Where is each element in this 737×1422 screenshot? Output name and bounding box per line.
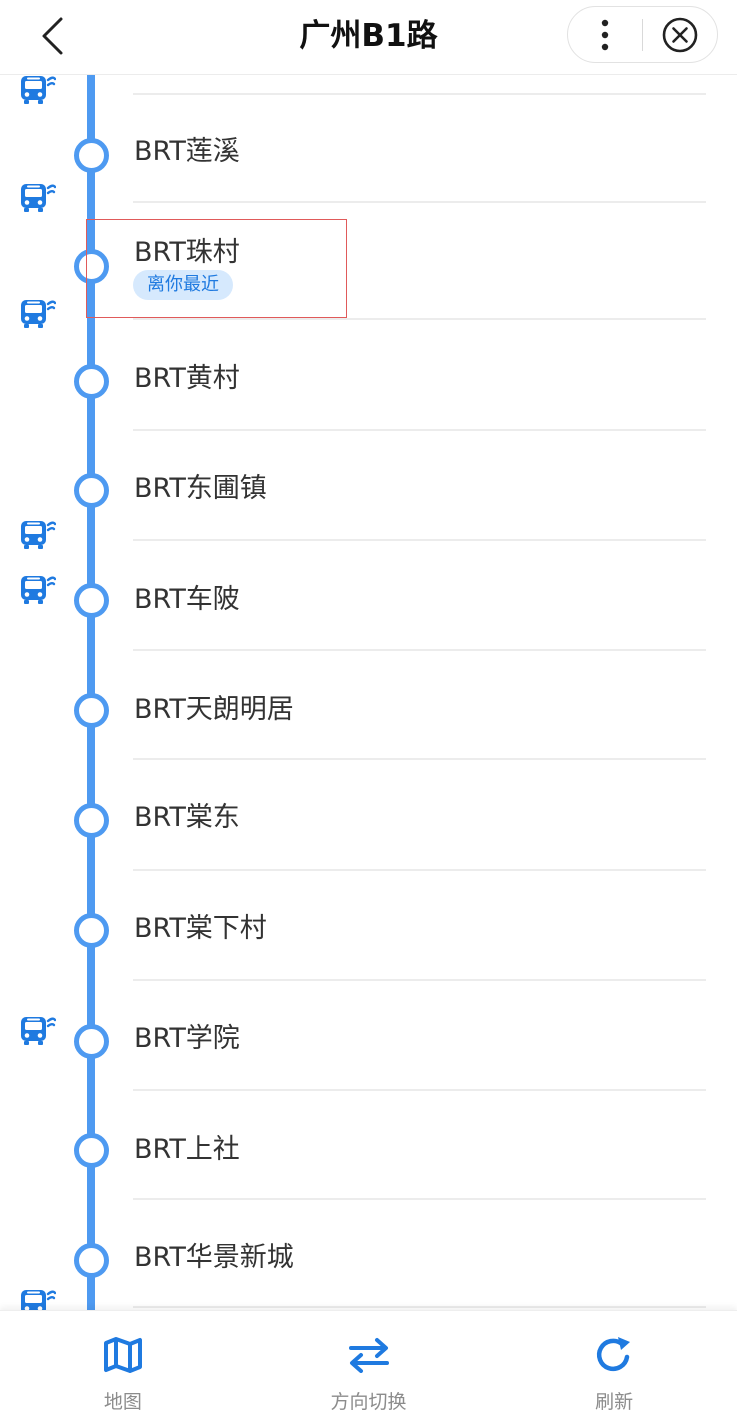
selection-highlight: [86, 219, 347, 318]
stop-item[interactable]: BRT学院: [0, 981, 737, 1089]
stop-item[interactable]: BRT棠下村: [0, 871, 737, 979]
stop-item[interactable]: BRT上社: [0, 1091, 737, 1198]
close-button[interactable]: [643, 7, 717, 62]
stop-divider: [133, 201, 706, 203]
stop-divider: [133, 1198, 706, 1200]
bus-icon: [21, 300, 56, 328]
more-vertical-icon: [601, 19, 609, 50]
stop-divider: [133, 539, 706, 541]
nearest-badge: 离你最近: [133, 270, 233, 300]
stop-node: [74, 1024, 109, 1059]
map-label: 地图: [103, 1391, 142, 1413]
top-navigation-bar: 广州B1路: [0, 0, 737, 75]
stop-name: BRT学院: [134, 1023, 240, 1054]
stop-node: [74, 249, 109, 284]
stop-divider: [133, 318, 706, 320]
stop-divider: [133, 649, 706, 651]
bus-icon: [21, 521, 56, 549]
stop-node: [74, 693, 109, 728]
stop-name: BRT珠村: [134, 237, 240, 268]
more-button[interactable]: [568, 7, 642, 62]
mini-program-capsule: [567, 6, 718, 63]
stop-divider: [133, 429, 706, 431]
map-button[interactable]: 地图: [0, 1311, 246, 1422]
stop-name: BRT黄村: [134, 363, 240, 394]
stop-divider: [133, 93, 706, 95]
stop-node: [74, 1243, 109, 1278]
refresh-icon: [592, 1333, 636, 1377]
stop-node: [74, 364, 109, 399]
stop-item[interactable]: BRT东圃镇: [0, 431, 737, 539]
stop-node: [74, 913, 109, 948]
chevron-left-icon: [42, 17, 63, 55]
close-circle-icon: [662, 17, 698, 52]
bus-icon: [21, 76, 56, 104]
stop-name: BRT华景新城: [134, 1242, 294, 1273]
stop-item[interactable]: BRT棠东: [0, 760, 737, 869]
stop-divider: [133, 979, 706, 981]
capsule-divider: [642, 18, 643, 51]
back-button[interactable]: [28, 12, 76, 60]
bus-icon: [21, 184, 56, 212]
stop-divider: [133, 869, 706, 871]
stop-node: [74, 138, 109, 173]
stop-node: [74, 583, 109, 618]
stop-node: [74, 1133, 109, 1168]
stop-name: BRT莲溪: [134, 136, 240, 167]
stop-node: [74, 473, 109, 508]
stop-name: BRT东圃镇: [134, 473, 267, 504]
swap-arrows-icon: [347, 1333, 391, 1377]
stop-item[interactable]: BRT莲溪: [0, 95, 737, 201]
refresh-label: 刷新: [595, 1391, 634, 1413]
stop-name: BRT上社: [134, 1134, 240, 1165]
stop-name: BRT棠东: [134, 802, 240, 833]
stop-name: BRT棠下村: [134, 913, 267, 944]
stop-item-nearest[interactable]: BRT珠村 离你最近: [0, 203, 737, 318]
stop-item[interactable]: BRT华景新城: [0, 1200, 737, 1306]
stop-item[interactable]: BRT天朗明居: [0, 651, 737, 758]
stop-list[interactable]: BRT莲溪 BRT珠村 离你最近 BRT黄村 BRT东圃镇 BRT车陂 BRT天…: [0, 74, 737, 1310]
page-title: 广州B1路: [299, 18, 438, 54]
route-line: [87, 74, 95, 1310]
bus-icon: [21, 1017, 56, 1045]
bus-icon: [21, 576, 56, 604]
bottom-toolbar: 地图 方向切换 刷新: [0, 1310, 737, 1422]
stop-item[interactable]: BRT黄村: [0, 320, 737, 429]
direction-switch-label: 方向切换: [330, 1391, 407, 1413]
stop-node: [74, 803, 109, 838]
stop-name: BRT天朗明居: [134, 694, 294, 725]
direction-switch-button[interactable]: 方向切换: [246, 1311, 492, 1422]
refresh-button[interactable]: 刷新: [491, 1311, 737, 1422]
map-icon: [101, 1333, 145, 1377]
stop-divider: [133, 1306, 706, 1308]
stop-item[interactable]: BRT车陂: [0, 541, 737, 649]
stop-name: BRT车陂: [134, 584, 240, 615]
bus-icon: [21, 1290, 56, 1310]
stop-divider: [133, 1089, 706, 1091]
stop-divider: [133, 758, 706, 760]
